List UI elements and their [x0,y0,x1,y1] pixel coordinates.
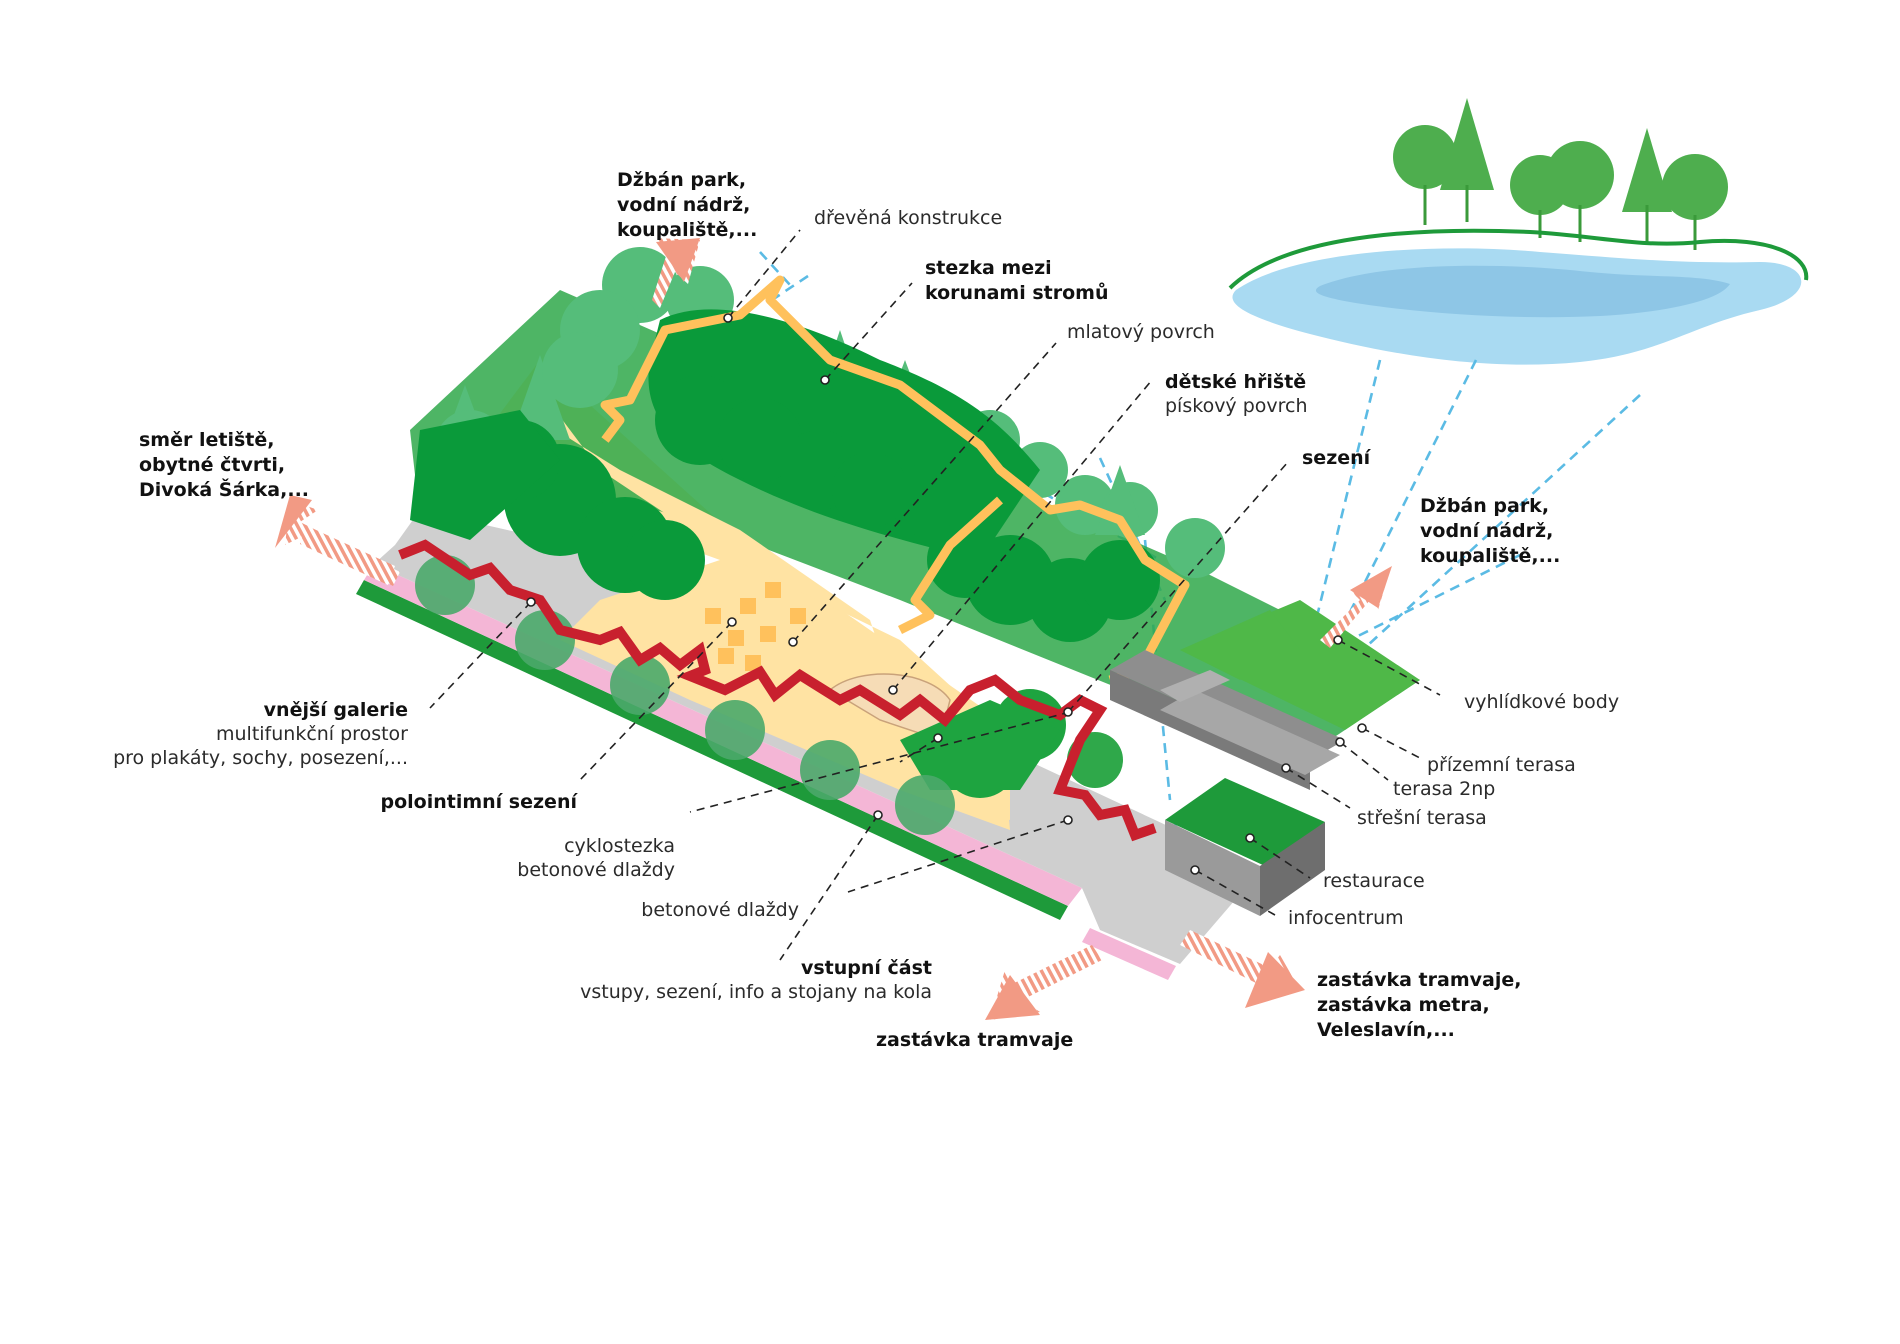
lake-with-trees-icon [1228,98,1809,365]
label-zastavky-right-2: zastávka metra, [1317,994,1490,1016]
lake-shore [1228,228,1809,290]
labels: Džbán park, vodní nádrž, koupaliště,... … [113,169,1619,1051]
label-smer-1: směr letiště, [139,429,274,451]
label-sezeni: sezení [1302,447,1372,469]
infocentre-block [1260,822,1325,916]
label-galerie-sub-1: multifunkční prostor [216,723,408,745]
lake-tree [1393,98,1728,250]
treetop-walkway-branch [897,496,1004,635]
label-piskovy-povrch: pískový povrch [1165,395,1308,417]
treetop-walkway [600,275,1190,685]
label-cyklostezka-2: betonové dlaždy [517,859,675,881]
label-stresni-terasa: střešní terasa [1357,807,1487,829]
direction-arrow-icon [985,945,1102,1020]
label-betonove-dlazdy: betonové dlaždy [641,899,799,921]
label-vyhlidkove-body: vyhlídkové body [1464,691,1619,713]
label-stezka-1: stezka mezi [925,257,1052,279]
direction-arrow-icon [1320,566,1392,648]
label-zastavky-right-3: Veleslavín,... [1317,1019,1455,1041]
label-stezka-2: korunami stromů [925,281,1109,304]
direction-arrow-icon [652,238,700,308]
label-smer-3: Divoká Šárka,... [139,477,309,501]
label-polointimni-sezeni: polointimní sezení [381,791,579,813]
direction-arrow-icon [275,495,400,586]
outer-gallery [398,539,1157,842]
roof-terrace [1165,778,1325,866]
restaurant-block [1165,820,1260,916]
label-terasa-2np: terasa 2np [1393,778,1495,800]
label-dzban-top-1: Džbán park, [617,169,746,191]
label-dzban-right-3: koupaliště,... [1420,545,1560,567]
direction-arrow-icon [1180,930,1305,1008]
label-galerie-sub-2: pro plakáty, sochy, posezení,... [113,747,408,769]
label-zastavky-right-1: zastávka tramvaje, [1317,969,1521,991]
entrance-pink-strip [1082,928,1176,980]
label-dzban-top-2: vodní nádrž, [617,194,750,216]
label-vstupni-cast: vstupní část [801,957,932,979]
label-dzban-right-1: Džbán park, [1420,495,1549,517]
label-prizemni-terasa: přízemní terasa [1427,754,1576,776]
leader-lines [429,229,1441,961]
terrace-2np [1160,690,1340,775]
label-infocentrum: infocentrum [1288,907,1404,929]
label-drevena-konstrukce: dřevěná konstrukce [814,207,1002,229]
label-smer-2: obytné čtvrti, [139,454,285,476]
label-dzban-right-2: vodní nádrž, [1420,520,1553,542]
lake-deep-water [1315,265,1730,318]
leader-dots [526,313,1367,875]
label-mlatovy-povrch: mlatový povrch [1067,321,1215,343]
label-vnejsi-galerie: vnější galerie [264,699,408,721]
label-dzban-top-3: koupaliště,... [617,219,757,241]
seating-cubes [705,582,806,671]
building [1110,650,1345,916]
label-vstupni-sub: vstupy, sezení, info a stojany na kola [580,981,932,1003]
label-cyklostezka-1: cyklostezka [564,835,675,857]
label-detske-hriste: dětské hřiště [1165,371,1306,393]
grass-square [1180,610,1300,680]
label-restaurace: restaurace [1323,870,1425,892]
label-zastavka-tramvaje: zastávka tramvaje [876,1029,1073,1051]
